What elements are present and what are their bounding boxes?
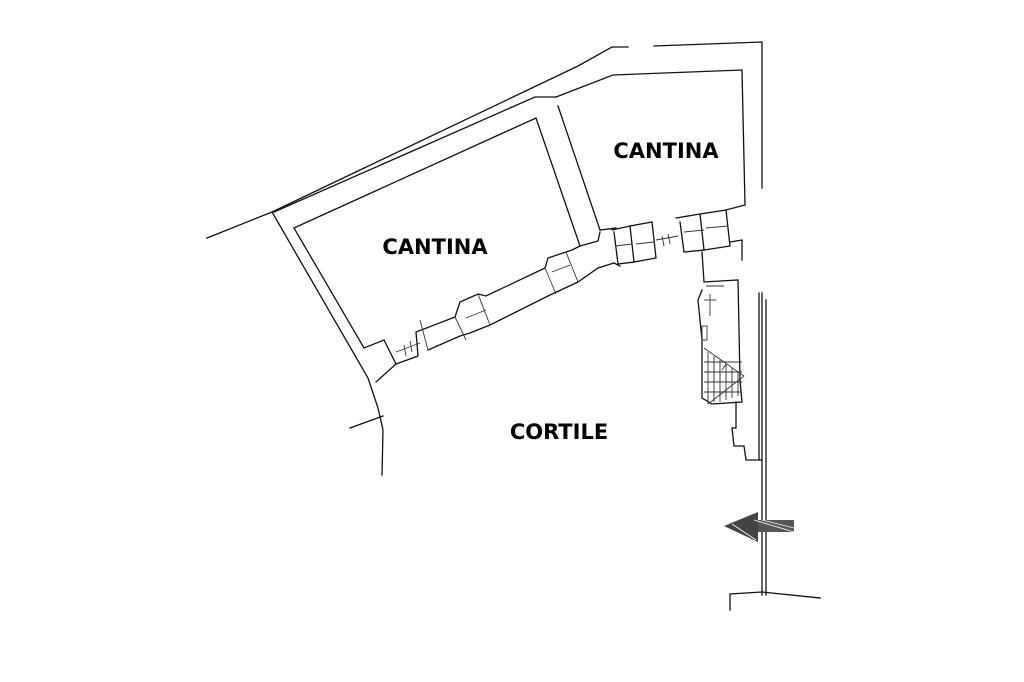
staircase-icon <box>701 294 745 405</box>
room-label-courtyard: CORTILE <box>510 420 608 444</box>
room-label-cellar-left: CANTINA <box>382 235 488 259</box>
corridor-walls <box>697 251 763 461</box>
outer-walls <box>206 41 767 596</box>
front-wall <box>395 231 621 365</box>
room-label-cellar-right: CANTINA <box>613 139 719 163</box>
cellar-left-walls <box>271 96 581 476</box>
junction-walls <box>611 209 743 265</box>
bottom-walls <box>729 591 821 611</box>
cellar-right-walls <box>555 69 746 231</box>
entrance-arrow-icon <box>724 512 795 542</box>
